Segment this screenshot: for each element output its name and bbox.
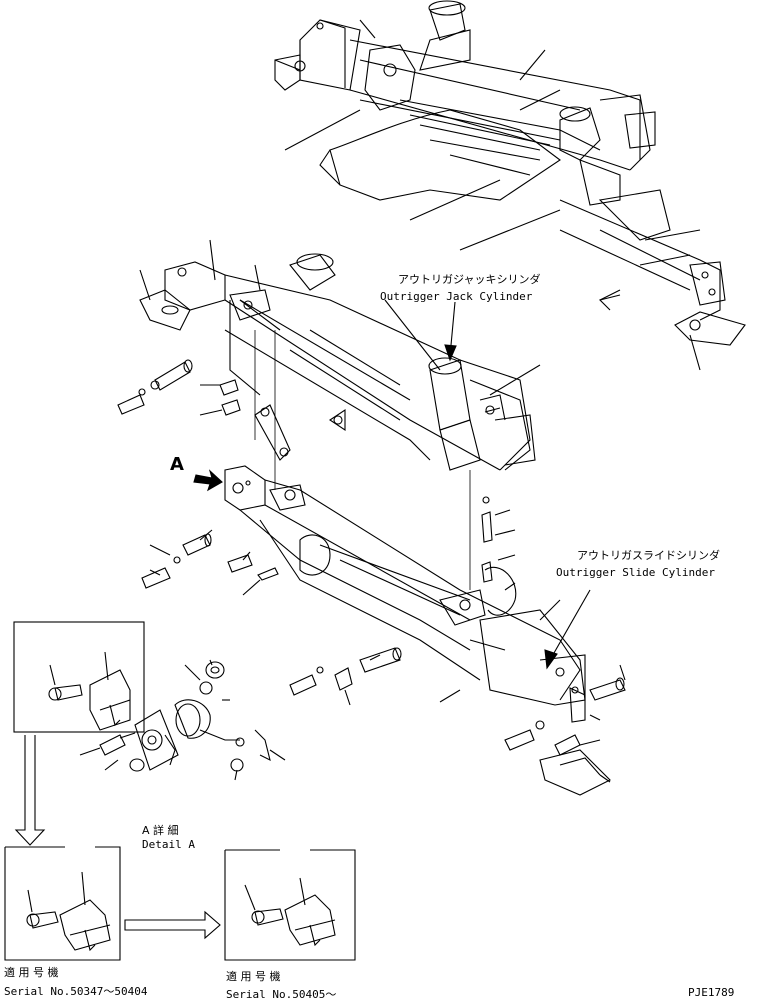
detail-inset-lower-left [4,846,121,961]
slide-cylinder-label-jp: アウトリガスライドシリンダ [577,549,720,562]
outrigger-beam-assembly [117,239,541,590]
serial-range-right: Serial No.50405～ [226,988,337,1001]
upper-frame-assembly [274,0,746,371]
detail-a-label-jp: A 詳 細 [142,824,179,837]
view-a-marker: A [170,454,184,475]
drawing-number: PJE1789 [688,986,735,999]
detail-a-parts [79,659,286,781]
serial-range-left: Serial No.50347～50404 [4,985,148,998]
applicable-right-jp: 適 用 号 機 [226,970,281,983]
detail-inset-lower-right [224,849,356,961]
detail-inset-upper [13,621,145,733]
slide-beam-assembly [141,465,626,796]
jack-cylinder-label-en: Outrigger Jack Cylinder [380,290,533,303]
view-a-arrow [193,469,223,492]
serial-change-arrow-right [124,910,221,940]
serial-change-arrow-down [14,735,46,846]
applicable-left-jp: 適 用 号 機 [4,966,59,979]
slide-cylinder-label-en: Outrigger Slide Cylinder [556,566,715,579]
detail-a-label-en: Detail A [142,838,195,851]
jack-cylinder-label-jp: アウトリガジャッキシリンダ [398,273,541,286]
